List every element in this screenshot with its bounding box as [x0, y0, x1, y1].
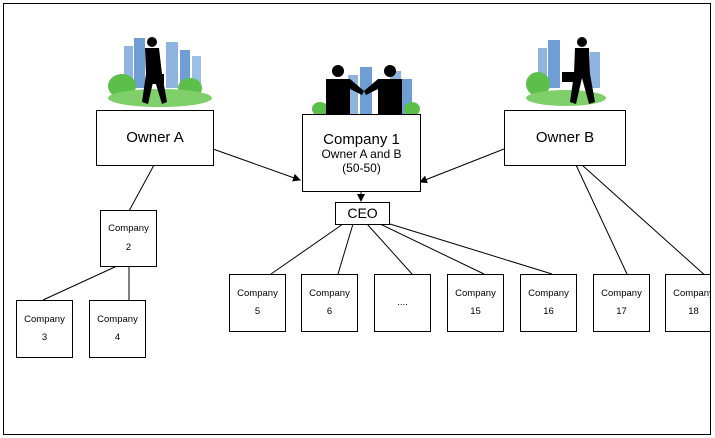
company-17-box: Company 17 [593, 274, 650, 332]
ceo-label: CEO [347, 205, 378, 222]
company-6-box: Company 6 [301, 274, 358, 332]
owner-b-box: Owner B [504, 110, 626, 166]
company-5-name: Company [237, 287, 278, 299]
line-company2-company3 [42, 265, 118, 301]
ellipsis-box: .... [374, 274, 431, 332]
company-18-box: Company 18 [665, 274, 711, 332]
company-1-box: Company 1 Owner A and B (50-50) [302, 114, 421, 192]
company-15-name: Company [455, 287, 496, 299]
connector-lines [42, 148, 709, 301]
owner-a-illustration [108, 37, 212, 107]
owner-b-label: Owner B [535, 129, 595, 147]
owner-a-label: Owner A [126, 129, 184, 147]
company-15-box: Company 15 [447, 274, 504, 332]
company-3-box: Company 3 [16, 300, 73, 358]
line-ceo-company5 [270, 223, 344, 275]
company-16-name: Company [528, 287, 569, 299]
line-ownera-company2 [128, 164, 155, 212]
owner-a-box: Owner A [96, 110, 214, 166]
company-18-name: Company [673, 287, 711, 299]
line-ownerb-company17 [575, 164, 628, 275]
line-ownerb-company18 [581, 164, 709, 279]
company-1-split: (50-50) [342, 160, 381, 175]
ceo-box: CEO [335, 202, 390, 225]
owner-b-illustration [526, 37, 606, 106]
company-1-title: Company 1 [323, 130, 400, 148]
arrow-ownerb-company1 [419, 148, 505, 184]
company-3-number: 3 [41, 332, 48, 343]
arrow-ownera-company1 [212, 148, 301, 182]
company-18-number: 18 [688, 306, 699, 317]
company-2-box: Company 2 [100, 210, 157, 267]
company-17-number: 17 [616, 306, 627, 317]
line-ceo-company6 [337, 223, 354, 275]
company-6-name: Company [309, 287, 350, 299]
company-2-number: 2 [125, 241, 132, 253]
company-3-name: Company [24, 313, 65, 325]
handshake-illustration [312, 65, 420, 115]
line-ceo-company15 [379, 223, 485, 275]
line-ceo-ellipsis [366, 223, 413, 275]
diagram-frame: Owner A Company 1 Owner A and B (50-50) … [3, 3, 711, 435]
company-15-number: 15 [470, 306, 481, 317]
company-4-number: 4 [114, 332, 121, 343]
company-5-box: Company 5 [229, 274, 286, 332]
company-16-box: Company 16 [520, 274, 577, 332]
company-5-number: 5 [254, 306, 261, 317]
company-2-name: Company [108, 223, 149, 235]
company-4-name: Company [97, 313, 138, 325]
line-ceo-company16 [389, 223, 553, 275]
company-6-number: 6 [326, 306, 333, 317]
company-4-box: Company 4 [89, 300, 146, 358]
ellipsis-label: .... [397, 296, 408, 308]
company-16-number: 16 [543, 306, 554, 317]
company-17-name: Company [601, 287, 642, 299]
company-1-ownership: Owner A and B [321, 146, 402, 161]
